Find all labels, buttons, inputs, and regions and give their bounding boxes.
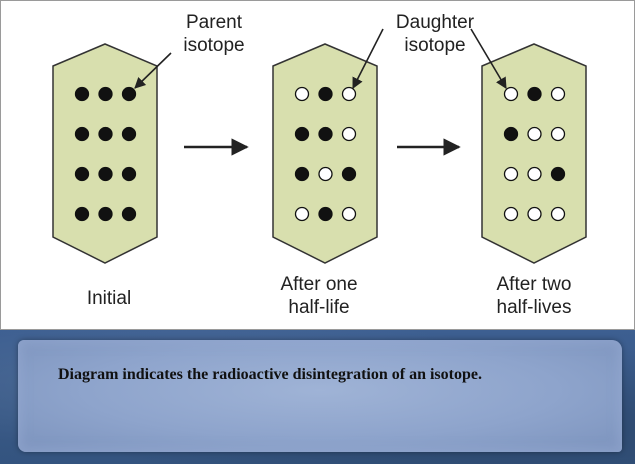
parent-atom-dot <box>318 126 333 142</box>
stage-caption-line: After one <box>280 274 358 295</box>
daughter-atom-dot <box>318 166 333 182</box>
daughter-atom-dot <box>550 126 566 142</box>
parent-atom-dot <box>98 206 113 222</box>
daughter-label-pointer-left <box>352 28 384 89</box>
sample-stage-1 <box>52 43 158 264</box>
daughter-atom-dot <box>527 126 542 142</box>
parent-atom-dot <box>341 166 357 182</box>
parent-atom-dot <box>74 126 90 142</box>
daughter-atom-dot <box>341 206 357 222</box>
parent-label-pointer <box>134 52 172 89</box>
daughter-label-line-2: isotope <box>404 35 466 56</box>
daughter-atom-dot <box>341 126 357 142</box>
parent-atom-dot <box>98 86 113 102</box>
daughter-atom-dot <box>503 166 519 182</box>
daughter-atom-dot <box>527 206 542 222</box>
parent-label-line-2: isotope <box>183 35 245 56</box>
sample-shape <box>481 43 587 264</box>
parent-atom-dot <box>121 166 137 182</box>
sample-stage-3 <box>481 43 587 264</box>
decay-diagram: Parent isotope Daughter isotope Initial … <box>0 0 635 330</box>
parent-atom-dot <box>550 166 566 182</box>
parent-atom-dot <box>294 126 310 142</box>
stage-caption-line: Initial <box>86 288 132 309</box>
parent-isotope-label: Parent isotope <box>166 11 262 57</box>
stage-caption-two-half-lives: After two half-lives <box>479 273 589 319</box>
daughter-atom-dot <box>294 206 310 222</box>
diagram-caption: Diagram indicates the radioactive disint… <box>58 366 482 383</box>
daughter-atom-dot <box>503 86 519 102</box>
stage-caption-one-half-life: After one half-life <box>263 273 375 319</box>
parent-atom-dot <box>121 206 137 222</box>
daughter-atom-dot <box>341 86 357 102</box>
sample-shape <box>52 43 158 264</box>
stage-caption-line: half-lives <box>496 297 572 318</box>
parent-atom-dot <box>98 126 113 142</box>
parent-atom-dot <box>74 86 90 102</box>
daughter-atom-dot <box>527 166 542 182</box>
parent-atom-dot <box>98 166 113 182</box>
sample-stage-2 <box>272 43 378 264</box>
parent-atom-dot <box>318 206 333 222</box>
parent-atom-dot <box>294 166 310 182</box>
parent-label-line-1: Parent <box>186 12 242 33</box>
stage-caption-line: After two <box>496 274 572 295</box>
parent-atom-dot <box>74 166 90 182</box>
parent-atom-dot <box>121 126 137 142</box>
daughter-atom-dot <box>550 206 566 222</box>
parent-atom-dot <box>527 86 542 102</box>
daughter-atom-dot <box>503 206 519 222</box>
decay-diagram-graphic <box>52 28 587 264</box>
parent-atom-dot <box>74 206 90 222</box>
parent-atom-dot <box>121 86 137 102</box>
stage-caption-line: half-life <box>288 297 350 318</box>
sample-shape <box>272 43 378 264</box>
daughter-atom-dot <box>294 86 310 102</box>
daughter-label-line-1: Daughter <box>395 12 475 33</box>
parent-atom-dot <box>318 86 333 102</box>
parchment-panel: Diagram indicates the radioactive disint… <box>18 340 622 452</box>
daughter-atom-dot <box>550 86 566 102</box>
stage-caption-initial: Initial <box>63 287 155 310</box>
daughter-isotope-label: Daughter isotope <box>377 11 493 57</box>
daughter-label-pointer-right <box>470 28 507 89</box>
parent-atom-dot <box>503 126 519 142</box>
caption-banner: Diagram indicates the radioactive disint… <box>0 330 635 464</box>
samples-layer <box>52 43 587 264</box>
